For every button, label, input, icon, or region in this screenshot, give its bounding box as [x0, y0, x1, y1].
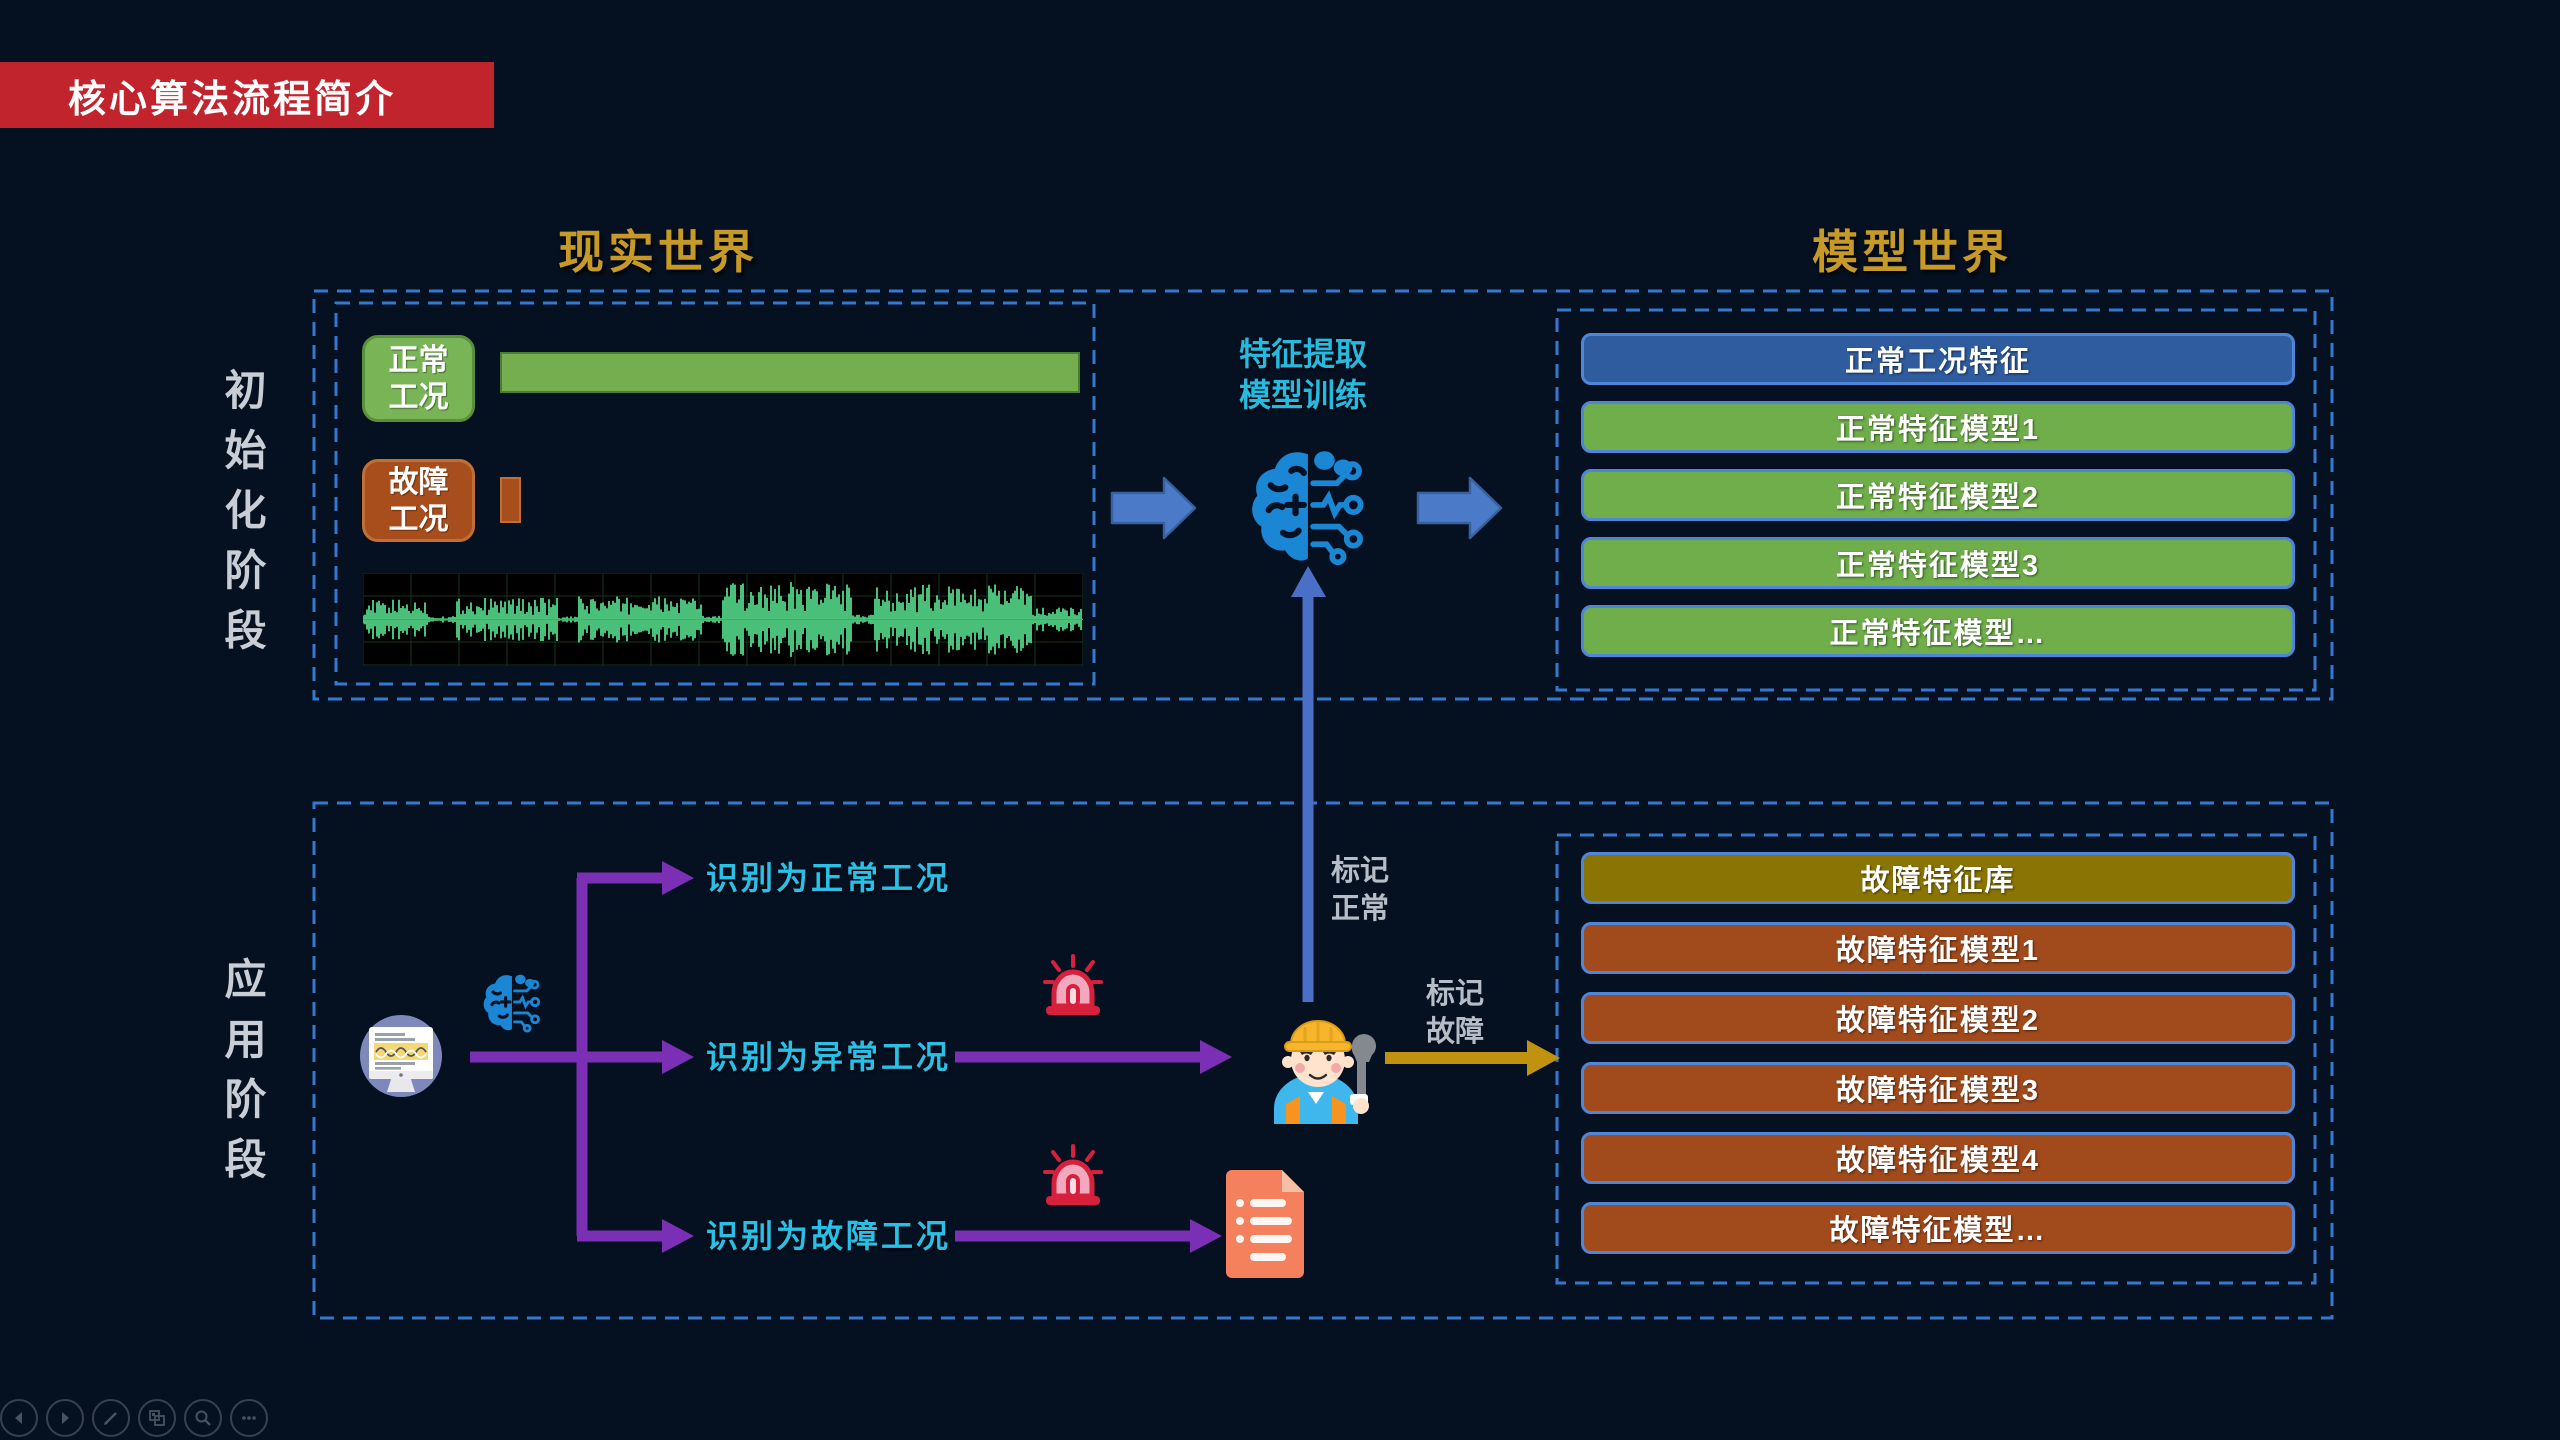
process-label: 特征提取 模型训练 — [1238, 336, 1367, 413]
panel-row: 正常特征模型… — [1581, 605, 2295, 657]
panel-row: 故障特征模型… — [1581, 1202, 2295, 1254]
alarm-siren-icon — [1043, 954, 1103, 1015]
previous-icon — [15, 1412, 22, 1424]
ai-brain-icon — [1252, 450, 1364, 566]
engineer-icon — [1274, 1020, 1376, 1124]
recognize-fault-label: 识别为故障工况 — [706, 1218, 952, 1254]
model-world-heading: 模型世界 — [1812, 226, 2012, 278]
ellipsis-icon — [242, 1416, 256, 1420]
real-world-heading: 现实世界 — [558, 226, 758, 278]
fault-data-bar — [500, 477, 521, 523]
recognize-abnormal-label: 识别为异常工况 — [706, 1039, 952, 1075]
branch-connectors — [470, 872, 1200, 1242]
previous-slide-button[interactable] — [0, 1399, 38, 1437]
ai-brain-icon-small — [483, 974, 541, 1033]
init-phase-box — [312, 289, 2334, 701]
mark-fault-arrow — [1385, 1040, 1560, 1076]
panel-row-normal-header: 正常工况特征 — [1581, 333, 2295, 385]
flow-arrow-to-panel — [1416, 476, 1503, 540]
normal-feature-panel-box — [1555, 308, 2317, 692]
next-icon — [62, 1412, 69, 1424]
fault-condition-tag: 故障 工况 — [362, 459, 475, 542]
slideshow-controls — [0, 1396, 300, 1440]
slides-icon — [149, 1410, 165, 1426]
recognize-normal-label: 识别为正常工况 — [706, 860, 952, 896]
flow-arrow-to-brain — [1110, 476, 1197, 540]
mark-fault-label: 标记 故障 — [1425, 978, 1484, 1048]
all-slides-button[interactable] — [138, 1399, 176, 1437]
panel-row: 故障特征模型2 — [1581, 992, 2295, 1044]
slide-title-banner: 核心算法流程简介 — [0, 62, 494, 128]
report-document-icon — [1226, 1170, 1304, 1278]
alarm-siren-icon — [1043, 1144, 1103, 1205]
apply-phase-box — [312, 801, 2334, 1320]
next-slide-button[interactable] — [46, 1399, 84, 1437]
real-world-samples-box — [334, 301, 1096, 686]
panel-row: 故障特征模型3 — [1581, 1062, 2295, 1114]
monitor-icon — [360, 1015, 442, 1097]
branch-arrowheads — [662, 861, 1232, 1253]
pen-icon — [104, 1412, 117, 1425]
pen-tool-button[interactable] — [92, 1399, 130, 1437]
mark-normal-arrow — [1291, 566, 1326, 1002]
panel-row: 故障特征模型1 — [1581, 922, 2295, 974]
magnifier-icon — [195, 1410, 211, 1426]
more-options-button[interactable] — [230, 1399, 268, 1437]
panel-row-fault-header: 故障特征库 — [1581, 852, 2295, 904]
normal-data-bar — [500, 352, 1080, 393]
panel-row: 故障特征模型4 — [1581, 1132, 2295, 1184]
zoom-slide-button[interactable] — [184, 1399, 222, 1437]
init-phase-label: 初始化阶段 — [219, 368, 266, 668]
mark-normal-label: 标记 正常 — [1330, 855, 1389, 925]
panel-row: 正常特征模型2 — [1581, 469, 2295, 521]
waveform-plot — [362, 572, 1084, 666]
signal-waveform — [362, 572, 1084, 666]
normal-condition-tag: 正常 工况 — [362, 335, 475, 422]
panel-row: 正常特征模型3 — [1581, 537, 2295, 589]
slide-title: 核心算法流程简介 — [68, 78, 397, 121]
apply-phase-label: 应用阶段 — [219, 957, 266, 1197]
panel-row: 正常特征模型1 — [1581, 401, 2295, 453]
